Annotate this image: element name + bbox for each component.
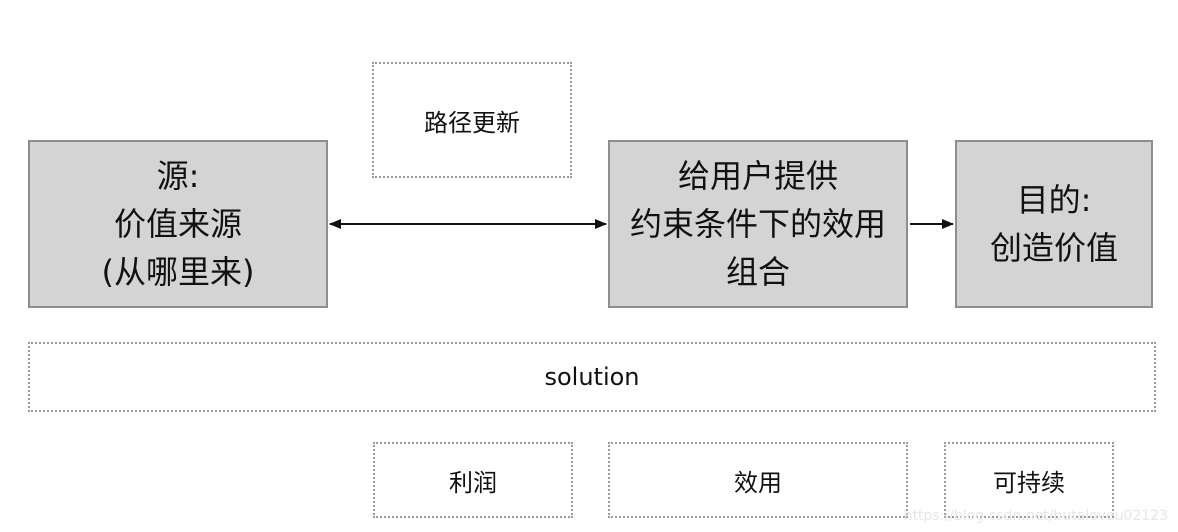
- utility-offer-line-3: 组合: [725, 253, 790, 291]
- sustainable-label: 可持续: [993, 468, 1065, 497]
- sustainable-box: 可持续: [944, 442, 1114, 518]
- profit-box: 利润: [373, 442, 573, 518]
- profit-label: 利润: [449, 468, 497, 497]
- goal-box: 目的: 创造价值: [955, 140, 1153, 308]
- utility-box: 效用: [608, 442, 908, 518]
- value-source-line-1: 源:: [156, 157, 200, 195]
- solution-label: solution: [544, 363, 640, 391]
- utility-label: 效用: [734, 468, 782, 497]
- goal-line-1: 目的:: [1016, 181, 1092, 219]
- utility-offer-line-2: 约束条件下的效用: [629, 205, 886, 243]
- path-update-label: 路径更新: [424, 108, 520, 137]
- value-source-line-3: (从哪里来): [101, 253, 255, 291]
- path-update-box: 路径更新: [372, 62, 572, 178]
- goal-line-2: 创造价值: [989, 229, 1118, 267]
- utility-offer-line-1: 给用户提供: [677, 157, 838, 195]
- solution-box: solution: [28, 342, 1156, 412]
- watermark: https://blog.csdn.net/butaloveu02123: [903, 508, 1168, 524]
- value-source-box: 源: 价值来源 (从哪里来): [28, 140, 328, 308]
- utility-offer-box: 给用户提供 约束条件下的效用 组合: [608, 140, 908, 308]
- value-source-line-2: 价值来源: [113, 205, 242, 243]
